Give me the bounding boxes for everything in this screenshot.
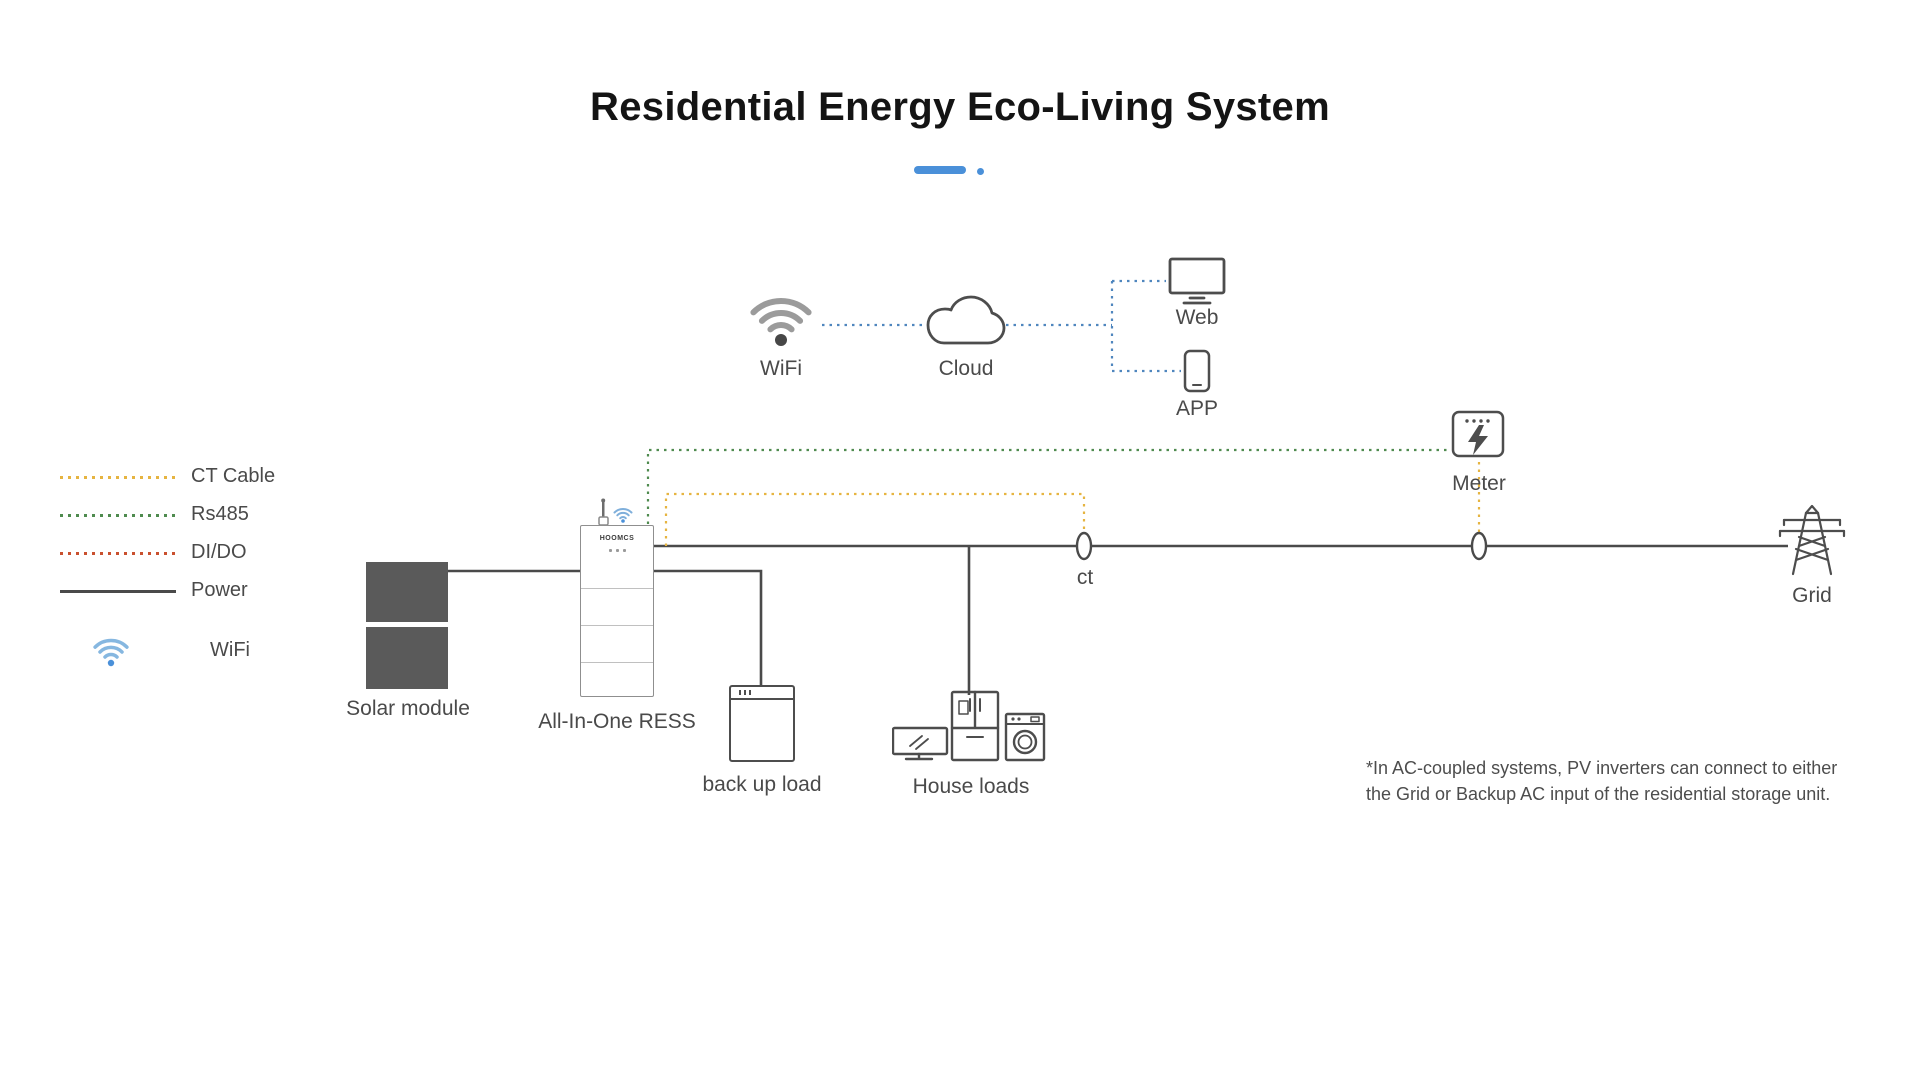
house-loads-label: House loads [912, 775, 1030, 798]
title-ornament-dot [977, 168, 984, 175]
solar-panel-bottom [366, 627, 448, 689]
meter-node-label: Meter [1452, 472, 1506, 495]
solar-module-icon [366, 562, 448, 689]
backup-panel-line [731, 698, 793, 700]
ress-divider [581, 588, 653, 589]
legend-rs485-sample [60, 514, 176, 517]
ress-cabinet: HOOMCS [580, 525, 654, 697]
backup-vent-tick [744, 690, 746, 695]
ress-label: All-In-One RESS [538, 710, 696, 733]
backup-vent-tick [749, 690, 751, 695]
wifi-icon [735, 278, 827, 355]
ct-clamp-grid [1470, 531, 1488, 561]
solar-module-label: Solar module [346, 697, 470, 720]
cloud-node-label: Cloud [938, 357, 994, 380]
legend-wifi-label: WiFi [210, 639, 250, 661]
ress-divider [581, 625, 653, 626]
cloud-icon [920, 292, 1012, 357]
ct-label: ct [1076, 566, 1094, 589]
legend-dido-label: DI/DO [191, 541, 247, 563]
solar-panel-top [366, 562, 448, 622]
backup-load-label: back up load [702, 773, 822, 796]
legend-power-sample [60, 590, 176, 593]
legend-power-label: Power [191, 579, 248, 601]
legend-wifi-icon [86, 629, 136, 674]
web-node-label: Web [1175, 306, 1219, 329]
ct-clamp-house [1075, 531, 1093, 561]
ress-brand: HOOMCS [599, 535, 635, 542]
app-phone-icon [1182, 349, 1212, 400]
title-ornament-dash [914, 166, 966, 174]
ress-divider [581, 662, 653, 663]
backup-load-icon [729, 685, 795, 762]
legend-ct-cable-label: CT Cable [191, 465, 276, 487]
ress-antenna-icon [597, 497, 637, 532]
web-monitor-icon [1167, 256, 1227, 311]
cloud-devices-link [1006, 279, 1181, 373]
power-line-backup [652, 569, 763, 687]
legend-ct-cable-sample [60, 476, 176, 479]
legend-rs485-label: Rs485 [191, 503, 249, 525]
footnote: *In AC-coupled systems, PV inverters can… [1366, 758, 1838, 805]
ress-indicator-leds [581, 549, 653, 552]
house-loads-icons [891, 690, 1052, 769]
ct-cable-line-ress [664, 492, 1086, 546]
page-title: Residential Energy Eco-Living System [590, 84, 1330, 129]
grid-node-label: Grid [1792, 584, 1832, 607]
app-node-label: APP [1175, 397, 1219, 420]
legend-dido-sample [60, 552, 176, 555]
rs485-line [646, 448, 1451, 524]
backup-vent-tick [739, 690, 741, 695]
wifi-node-label: WiFi [760, 357, 802, 380]
grid-tower-icon [1775, 504, 1849, 581]
meter-icon [1450, 409, 1506, 466]
tv-stand [904, 752, 934, 761]
